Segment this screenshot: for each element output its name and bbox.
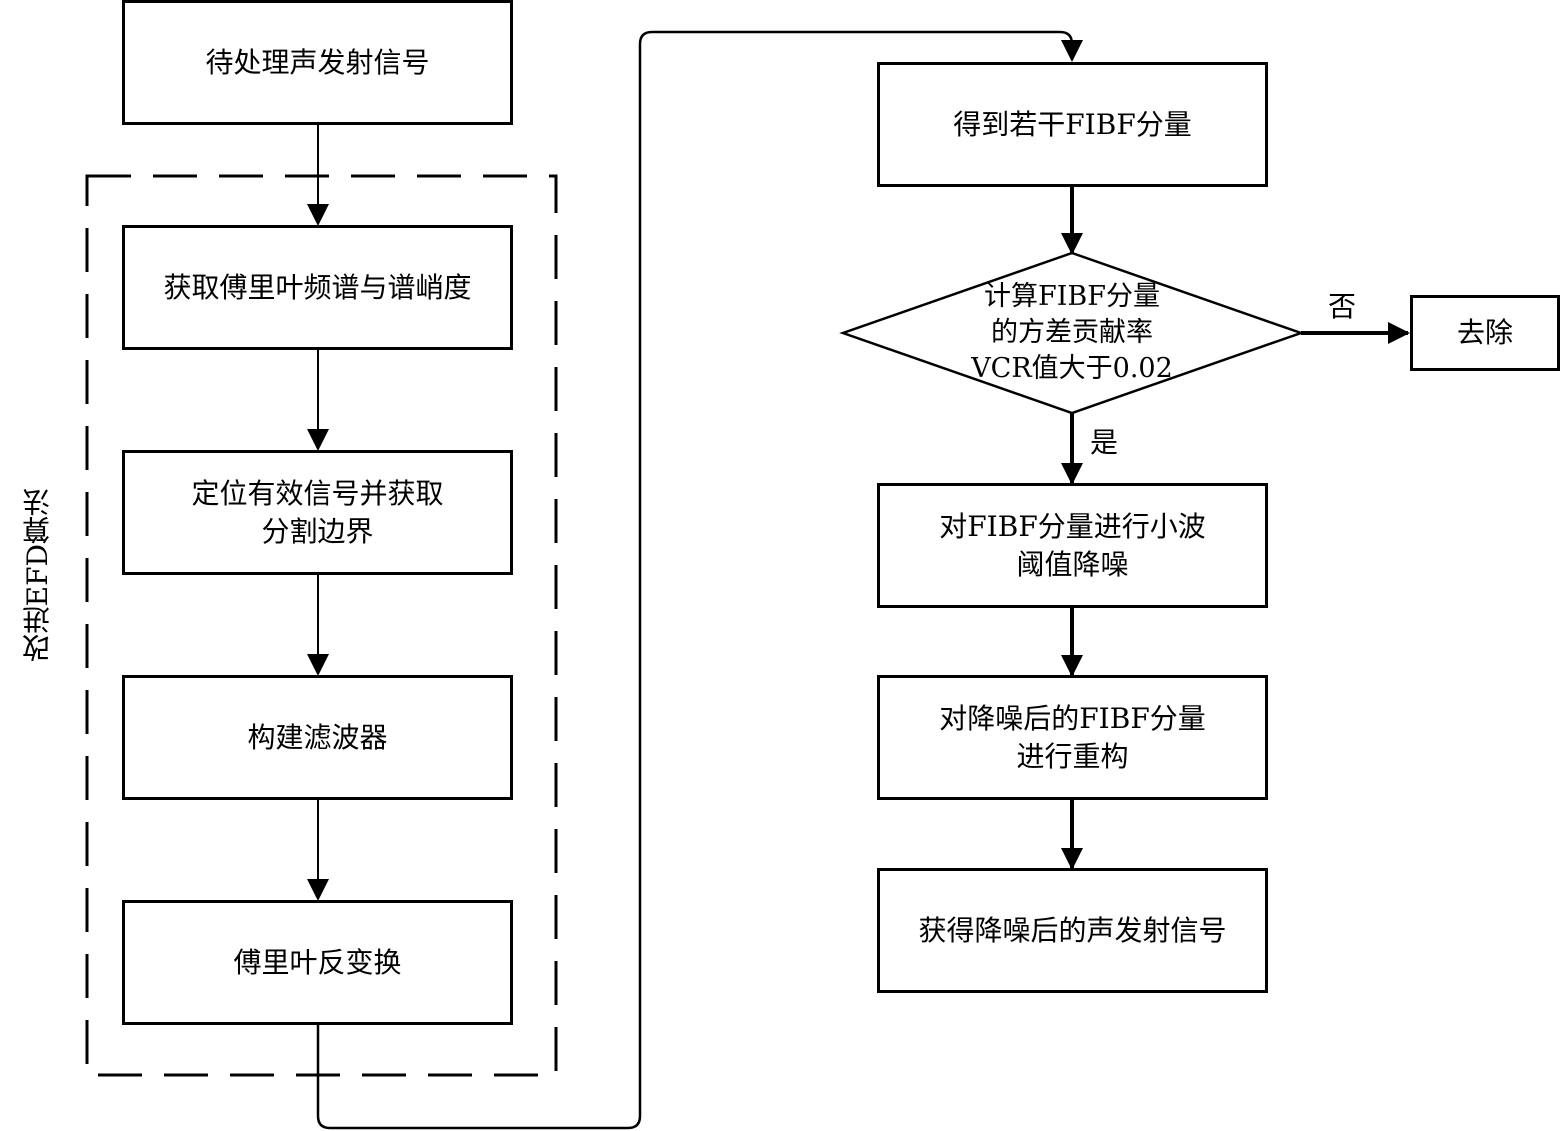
node-denoise-line-1: 对FIBF分量进行小波: [939, 509, 1206, 543]
node-reconstruct-line-2: 进行重构: [1016, 739, 1129, 773]
node-remove: 去除: [1410, 295, 1560, 371]
node-output: 获得降噪后的声发射信号: [877, 868, 1268, 993]
node-locate: 定位有效信号并获取 分割边界: [122, 450, 513, 575]
decision-line-2: 的方差贡献率: [991, 317, 1153, 348]
decision-line-3: VCR值大于0.02: [971, 353, 1173, 384]
node-spectrum-text: 获取傅里叶频谱与谱峭度: [163, 270, 472, 304]
yes-label: 是: [1090, 426, 1119, 459]
node-input-text: 待处理声发射信号: [205, 45, 430, 79]
node-remove-text: 去除: [1456, 316, 1513, 349]
arrow-ifft-to-fibf: [316, 30, 1083, 1130]
node-spectrum: 获取傅里叶频谱与谱峭度: [122, 225, 513, 350]
node-output-text: 获得降噪后的声发射信号: [918, 913, 1227, 947]
decision-line-1: 计算FIBF分量: [984, 281, 1160, 312]
node-filter: 构建滤波器: [122, 675, 513, 800]
node-input: 待处理声发射信号: [122, 0, 513, 125]
node-reconstruct: 对降噪后的FIBF分量 进行重构: [877, 675, 1268, 800]
decision-text: 计算FIBF分量 的方差贡献率 VCR值大于0.02: [930, 281, 1214, 384]
node-locate-line-1: 定位有效信号并获取: [191, 476, 444, 510]
node-reconstruct-line-1: 对降噪后的FIBF分量: [939, 701, 1206, 735]
node-locate-line-2: 分割边界: [261, 514, 374, 548]
node-denoise: 对FIBF分量进行小波 阈值降噪: [877, 483, 1268, 608]
node-ifft: 傅里叶反变换: [122, 900, 513, 1025]
node-filter-text: 构建滤波器: [247, 720, 388, 754]
node-denoise-line-2: 阈值降噪: [1016, 547, 1129, 581]
node-fibf: 得到若干FIBF分量: [877, 62, 1268, 187]
efd-group-label: 改进EFD算法: [21, 488, 54, 663]
no-label: 否: [1328, 290, 1357, 323]
node-fibf-text: 得到若干FIBF分量: [953, 107, 1192, 141]
node-ifft-text: 傅里叶反变换: [233, 945, 402, 979]
efd-group-boundary: [85, 174, 558, 1077]
